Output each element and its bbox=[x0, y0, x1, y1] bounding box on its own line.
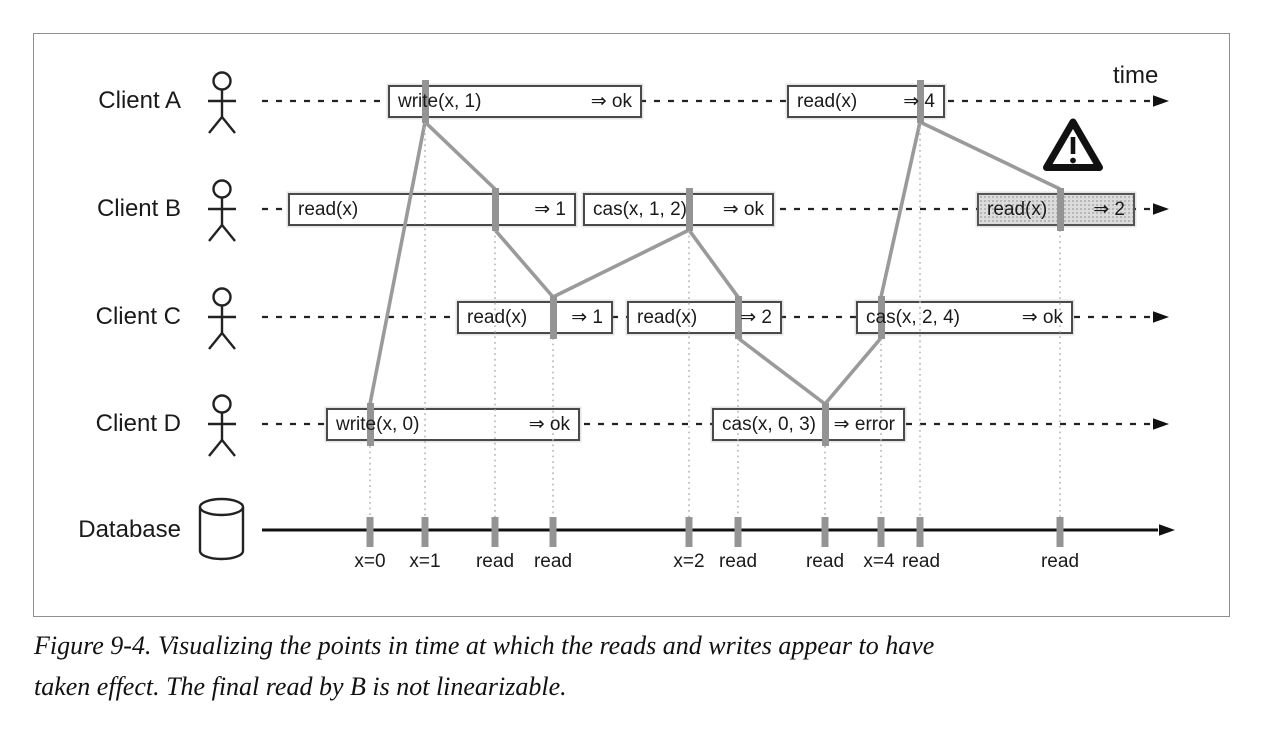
operation-box: write(x, 0) ⇒ ok bbox=[326, 403, 580, 446]
db-tick-label: read bbox=[901, 551, 941, 572]
operation-result: ⇒ ok bbox=[590, 91, 632, 112]
client-row-label: Client C bbox=[95, 303, 181, 330]
operation-box: cas(x, 2, 4) ⇒ ok bbox=[856, 296, 1073, 339]
operation-box: read(x) ⇒ 2 bbox=[627, 296, 782, 339]
operation-box: read(x) ⇒ 4 bbox=[787, 80, 945, 123]
operation-call: cas(x, 0, 3) bbox=[722, 414, 816, 435]
operation-call: read(x) bbox=[298, 199, 359, 220]
db-tick-label: x=4 bbox=[863, 551, 895, 572]
client-row-label: Client B bbox=[96, 195, 181, 222]
operation-result: ⇒ 4 bbox=[903, 91, 935, 112]
operation-call: cas(x, 2, 4) bbox=[866, 307, 960, 328]
operation-call: read(x) bbox=[637, 307, 698, 328]
commit-bar bbox=[1056, 188, 1064, 231]
db-tick-label: read bbox=[1040, 551, 1080, 572]
db-tick-label: x=1 bbox=[409, 551, 441, 572]
db-tick-label: read bbox=[805, 551, 845, 572]
operation-call: read(x) bbox=[797, 91, 858, 112]
commit-bar bbox=[821, 403, 829, 446]
commit-bar bbox=[491, 188, 499, 231]
operation-result: ⇒ error bbox=[833, 414, 895, 435]
db-tick-label: read bbox=[475, 551, 515, 572]
time-axis-label: time bbox=[1113, 62, 1159, 89]
operation-result: ⇒ 1 bbox=[534, 199, 566, 220]
figure-caption-line-2: taken effect. The final read by B is not… bbox=[34, 672, 567, 701]
operation-call: read(x) bbox=[467, 307, 528, 328]
client-row-label: Client D bbox=[95, 410, 181, 437]
operation-result: ⇒ 2 bbox=[740, 307, 772, 328]
operation-result: ⇒ ok bbox=[722, 199, 764, 220]
operation-call: read(x) bbox=[987, 199, 1048, 220]
operation-box: read(x) ⇒ 1 bbox=[288, 188, 576, 231]
operation-call: write(x, 0) bbox=[336, 414, 420, 435]
db-tick-label: read bbox=[533, 551, 573, 572]
database-row-label: Database bbox=[78, 516, 181, 543]
operation-box-highlighted: read(x) ⇒ 2 bbox=[977, 188, 1135, 231]
db-tick-label: x=2 bbox=[673, 551, 705, 572]
operation-result: ⇒ ok bbox=[528, 414, 570, 435]
figure-caption-line-1: Figure 9-4. Visualizing the points in ti… bbox=[34, 631, 935, 660]
commit-bar bbox=[549, 296, 557, 339]
operation-box: read(x) ⇒ 1 bbox=[457, 296, 613, 339]
operation-call: cas(x, 1, 2) bbox=[593, 199, 687, 220]
db-tick-label: read bbox=[718, 551, 758, 572]
operation-box: cas(x, 0, 3) ⇒ error bbox=[712, 403, 905, 446]
client-row-label: Client A bbox=[98, 87, 181, 114]
operation-box: cas(x, 1, 2) ⇒ ok bbox=[583, 188, 774, 231]
operation-box: write(x, 1) ⇒ ok bbox=[388, 80, 642, 123]
operation-result: ⇒ ok bbox=[1021, 307, 1063, 328]
operation-result: ⇒ 2 bbox=[1093, 199, 1125, 220]
operation-result: ⇒ 1 bbox=[571, 307, 603, 328]
operation-call: write(x, 1) bbox=[398, 91, 482, 112]
db-tick-label: x=0 bbox=[354, 551, 386, 572]
